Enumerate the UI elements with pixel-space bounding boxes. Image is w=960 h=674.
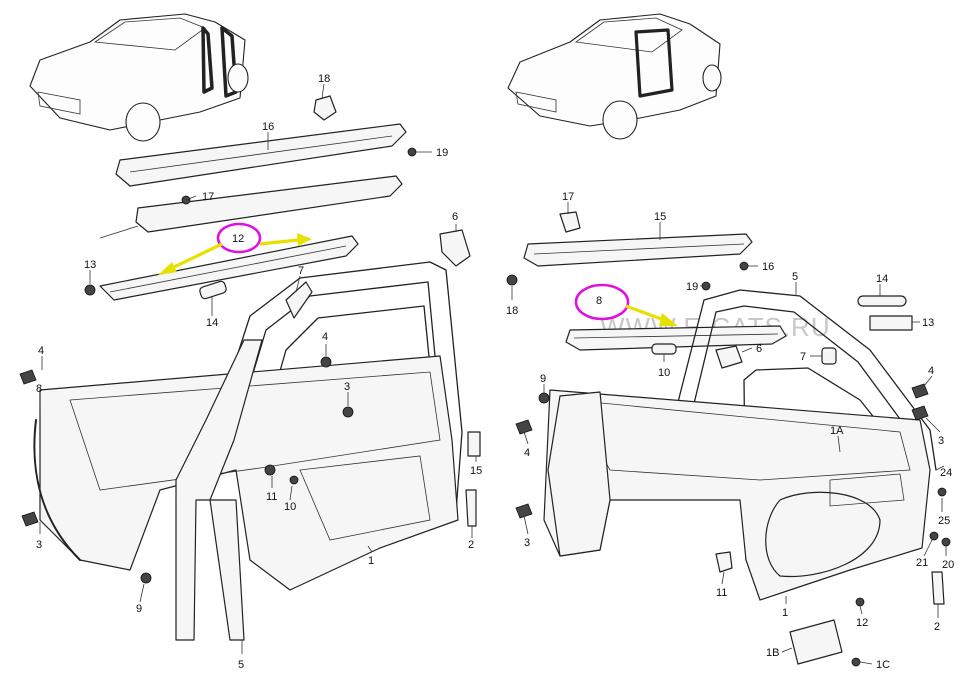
right-part-8-strip [565,325,787,351]
right-plate-1b [789,619,843,665]
right-callout-16: 16 [762,261,774,273]
left-callout-3b: 3 [344,381,350,393]
right-callout-1c: 1C [876,659,890,671]
left-trim-strip [115,123,407,187]
left-car-thumbnail [29,13,249,142]
right-trim-strip [523,233,753,267]
left-highlight-ring [216,222,262,254]
right-highlight-ring [574,283,630,321]
left-door-panel [39,355,459,591]
left-callout-13: 13 [84,259,96,271]
left-callout-16: 16 [262,121,274,133]
left-pad-14 [199,280,227,300]
left-cap-2 [465,489,477,527]
right-clip-17 [559,211,581,233]
left-callout-7: 7 [298,265,304,277]
left-callout-4b: 4 [322,331,328,343]
left-highlight-arrow-a [171,242,223,270]
right-callout-20: 20 [942,559,954,571]
right-callout-18: 18 [506,305,518,317]
right-pad-10 [651,343,677,355]
left-callout-18: 18 [318,73,330,85]
left-callout-2: 2 [468,539,474,551]
right-callout-12: 12 [856,617,868,629]
right-callout-19: 19 [686,281,698,293]
right-plug-7 [821,347,837,365]
left-callout-14: 14 [206,317,218,329]
right-callout-17: 17 [562,191,574,203]
right-callout-24: 24 [940,467,952,479]
right-callout-21: 21 [916,557,928,569]
right-callout-3b: 3 [938,435,944,447]
left-callout-6: 6 [452,211,458,223]
right-callout-3a: 3 [524,537,530,549]
left-callout-12: 12 [232,233,244,245]
right-callout-2: 2 [934,621,940,633]
right-window-frame-outer [675,289,937,471]
right-callout-15: 15 [654,211,666,223]
right-callout-10: 10 [658,367,670,379]
left-diagram: 18 16 19 17 12 13 14 6 7 4 3 4 8 3 9 5 1… [19,13,482,671]
right-strip-14 [857,295,907,307]
right-cap-2 [931,571,945,605]
left-bracket-6 [439,229,471,267]
left-clip-7 [285,281,313,319]
right-part-11 [715,551,733,573]
right-callout-6: 6 [756,343,762,355]
right-callout-5: 5 [792,271,798,283]
right-diagram: 17 15 16 19 18 5 14 13 8 10 6 7 9 4 3 4 … [506,13,954,671]
right-callout-7: 7 [800,351,806,363]
right-a-pillar [547,391,611,557]
left-window-frame-outer [209,261,463,513]
left-callout-10: 10 [284,501,296,513]
left-bolt-18 [313,95,337,121]
right-car-thumbnail [507,13,722,140]
right-callout-4a: 4 [524,447,530,459]
right-callout-11: 11 [716,587,727,599]
left-callout-9: 9 [136,603,142,615]
left-callout-1: 1 [368,555,374,567]
left-callout-5: 5 [238,659,244,671]
right-callout-1b: 1B [766,647,779,659]
left-channel-strip [135,175,403,233]
left-callout-11: 11 [266,491,277,503]
right-panel-13 [869,315,913,331]
left-arrowhead-a [158,262,177,275]
left-callout-15: 15 [470,465,482,477]
right-arrowhead [659,313,678,326]
left-highlight-arrow-b [259,238,299,246]
left-callout-3a: 3 [36,539,42,551]
right-callout-14: 14 [876,273,888,285]
right-callout-8: 8 [596,295,602,307]
left-part-12-strip [99,235,359,301]
left-callout-19: 19 [436,147,448,159]
left-plug-15 [467,431,481,457]
left-callout-17: 17 [202,191,214,203]
left-callout-4a: 4 [38,345,44,357]
right-bracket-6 [715,345,743,369]
right-callout-13: 13 [922,317,934,329]
left-callout-8: 8 [36,383,42,395]
right-highlight-arrow [625,304,665,322]
left-door-pillar-5 [175,339,263,641]
right-callout-9: 9 [540,373,546,385]
right-callout-4b: 4 [928,365,934,377]
right-callout-1: 1 [782,607,788,619]
left-arrowhead-b [297,233,312,246]
right-callout-25: 25 [938,515,950,527]
right-door-cutout [765,491,881,578]
right-callout-1a: 1A [830,425,844,437]
